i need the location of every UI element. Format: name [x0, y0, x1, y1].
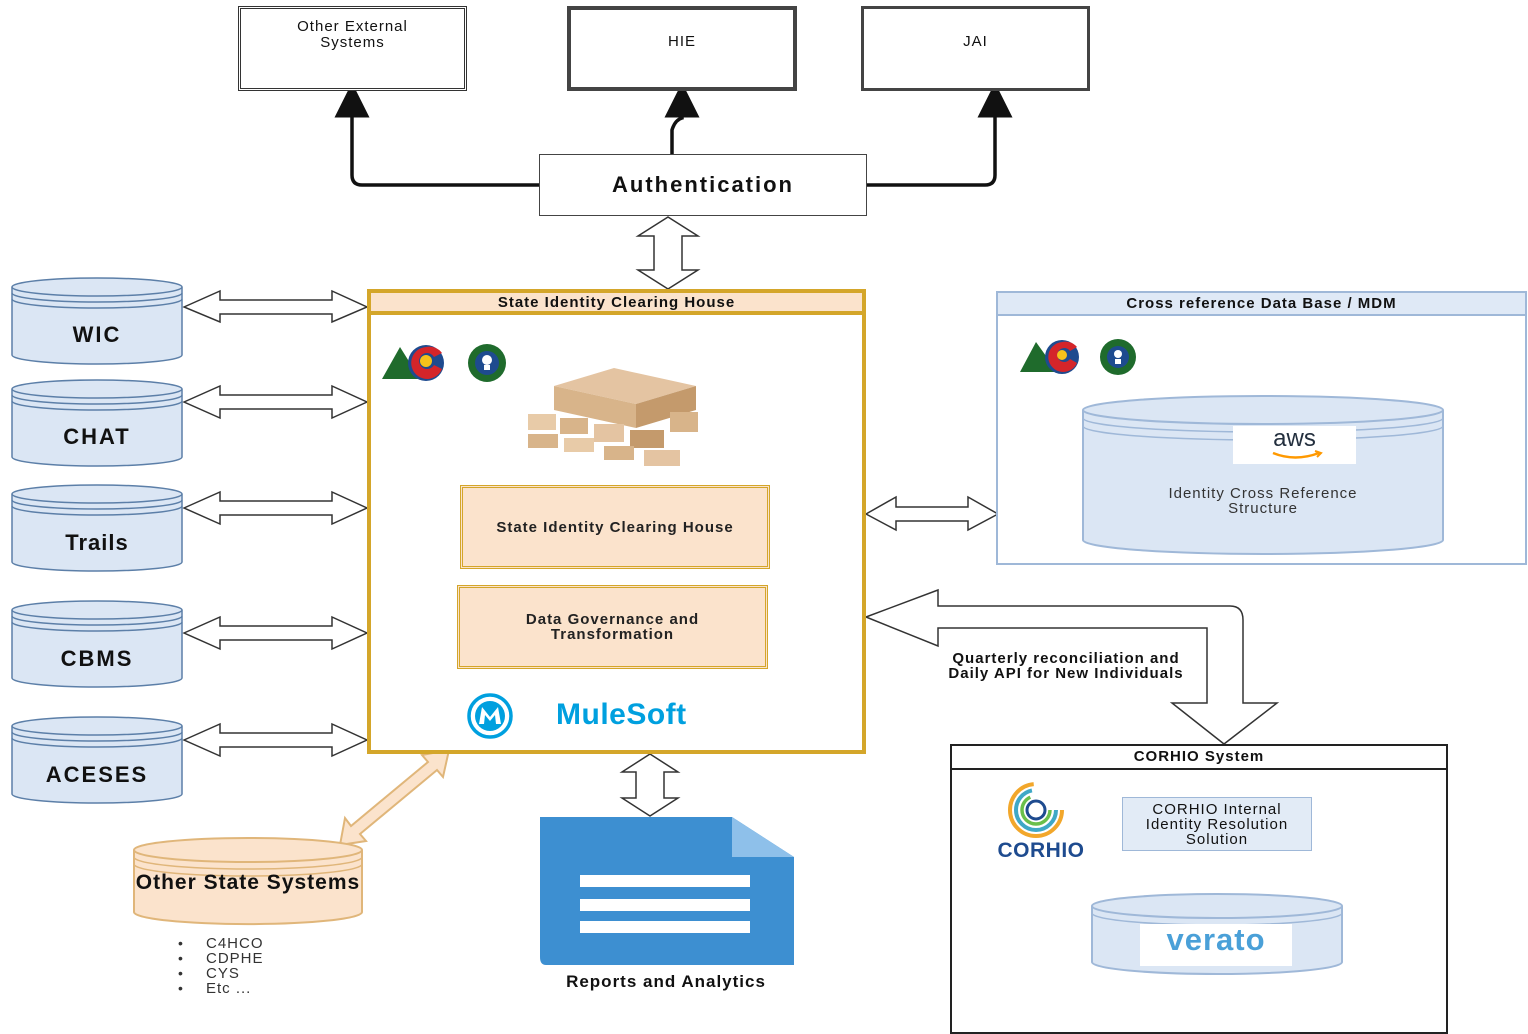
cylinder-wic [11, 277, 183, 365]
aceses-db-label: ACESES [45, 762, 149, 787]
aws-label: aws [1273, 425, 1316, 452]
sich-header: State Identity Clearing House [367, 289, 866, 315]
cbms-db-label: CBMS [60, 646, 134, 671]
list-item: C4HCO [178, 936, 264, 951]
data-governance-label: Data Governance and Transformation [525, 611, 700, 643]
other-external-systems-label: Other External Systems [297, 17, 408, 51]
data-blocks-graphic [528, 368, 698, 466]
jai-label: JAI [963, 32, 988, 50]
trails-db-label: Trails [65, 530, 129, 555]
other-state-systems-list: C4HCO CDPHE CYS Etc ... [178, 936, 264, 996]
jai-box: JAI [861, 6, 1090, 91]
identity-cross-reference-label: Identity Cross Reference Structure [1168, 485, 1358, 517]
corhio-internal-label: CORHIO Internal Identity Resolution Solu… [1145, 801, 1289, 848]
corhio-internal-box: CORHIO Internal Identity Resolution Solu… [1122, 797, 1312, 851]
corhio-logo-icon [1008, 782, 1064, 838]
cylinder-trails [11, 484, 183, 572]
reports-analytics-label: Reports and Analytics [566, 972, 766, 991]
list-item: CDPHE [178, 951, 264, 966]
hie-label: HIE [667, 32, 696, 50]
list-item: CYS [178, 966, 264, 981]
sich-reports-double-arrow [619, 753, 681, 817]
hie-box: HIE [567, 6, 797, 91]
cylinder-cbms [11, 600, 183, 688]
verato-logo-text: verato [1166, 922, 1266, 957]
mulesoft-icon [467, 693, 513, 739]
other-state-systems-label: Other State Systems [135, 871, 361, 894]
reports-document-icon [540, 817, 794, 965]
colorado-oit-logo-xref [1020, 339, 1136, 375]
aws-logo: aws [1233, 426, 1356, 464]
sich-inner-box: State Identity Clearing House [460, 485, 770, 569]
auth-to-hie-connector [664, 82, 700, 154]
corhio-logo-text: CORHIO [997, 839, 1085, 862]
wic-db-label: WIC [72, 322, 122, 347]
authentication-box: Authentication [539, 154, 867, 216]
chat-db-label: CHAT [63, 424, 131, 449]
data-governance-box: Data Governance and Transformation [457, 585, 768, 669]
corhio-header: CORHIO System [950, 744, 1448, 770]
auth-to-jai-connector [867, 82, 1013, 187]
mulesoft-label: MuleSoft [556, 698, 687, 731]
xref-header: Cross reference Data Base / MDM [996, 291, 1527, 316]
colorado-oit-logo [382, 344, 506, 382]
reconciliation-label: Quarterly reconciliation and Daily API f… [948, 650, 1184, 682]
auth-to-other-external-connector [334, 82, 539, 187]
other-external-systems-box: Other External Systems [238, 6, 467, 91]
cylinder-chat [11, 379, 183, 467]
authentication-label: Authentication [612, 172, 794, 197]
aws-smile-icon [1272, 450, 1323, 459]
cylinder-aceses [11, 716, 183, 804]
sich-inner-label: State Identity Clearing House [496, 518, 734, 536]
reconciliation-arrow [863, 588, 1280, 745]
list-item: Etc ... [178, 981, 264, 996]
